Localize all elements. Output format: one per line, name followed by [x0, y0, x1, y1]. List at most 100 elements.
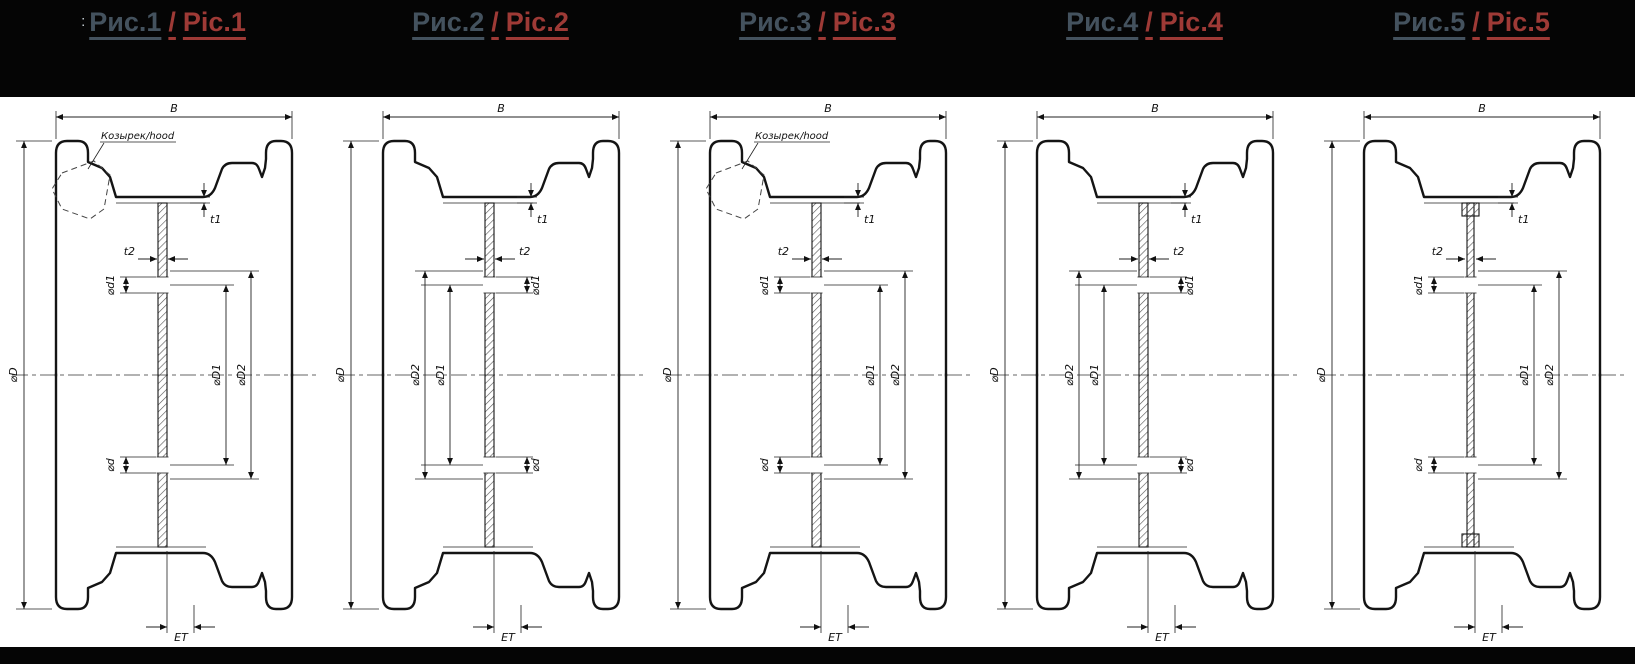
wheel-disc: [483, 202, 495, 548]
dim-label-D: ⌀D: [7, 367, 20, 382]
title-separator: /: [818, 7, 826, 37]
rim-profile-bottom: [1035, 372, 1274, 611]
wheel-disc: [810, 202, 822, 548]
rim-profile-top: [1362, 139, 1601, 378]
wheel-disc-flat: [1460, 202, 1480, 548]
dim-label-B: B: [1478, 102, 1486, 115]
dim-B: B: [1036, 102, 1273, 139]
hole-dimensions-left: ⌀d1 t2 ⌀d: [758, 245, 842, 474]
wheel-disc: [156, 202, 168, 548]
dim-label-t1: t1: [210, 213, 221, 226]
dim-label-B: B: [497, 102, 505, 115]
dim-label-t1: t1: [537, 213, 548, 226]
hood-label: Козырек/hood: [101, 131, 175, 142]
dim-D: ⌀D: [988, 140, 1033, 610]
hole-dimensions-right: ⌀d1 t2 ⌀d: [464, 245, 542, 474]
diameter-dimensions-right: ⌀D1 ⌀D2: [1477, 270, 1567, 480]
dim-label-D2: ⌀D2: [235, 364, 248, 386]
dim-D: ⌀D: [334, 140, 379, 610]
title-cell-5: Рис.5/Pic.5: [1308, 0, 1635, 38]
dim-t1: t1: [1497, 183, 1529, 226]
dim-label-d: ⌀d: [104, 457, 117, 472]
hood-annotation: Козырек/hood: [50, 131, 176, 220]
dim-label-D1: ⌀D1: [210, 364, 223, 386]
title-cell-3: Рис.3/Pic.3: [654, 0, 981, 38]
figure-title-ru: Рис.1: [89, 7, 162, 37]
rim-profile-bottom: [381, 372, 620, 611]
figure-title-en: Pic.5: [1486, 7, 1550, 37]
diameter-dimensions-left: ⌀D1 ⌀D2: [409, 270, 483, 480]
dim-ET: ET: [1126, 551, 1196, 644]
dim-label-D1: ⌀D1: [1518, 364, 1531, 386]
rim-cross-section-figure: B ⌀D ⌀D1 ⌀D2: [1308, 99, 1635, 647]
dim-label-D2: ⌀D2: [409, 364, 422, 386]
rim-cross-section-drawing: B ⌀D ⌀D1 ⌀D2: [988, 102, 1297, 644]
dim-label-ET: ET: [1482, 631, 1497, 644]
hood-phantom-outline: [50, 160, 111, 220]
figure-title-ru: Рис.3: [739, 7, 812, 37]
figure-link-3[interactable]: Рис.3/Pic.3: [739, 7, 896, 38]
dim-ET: ET: [799, 551, 869, 644]
dim-label-d: ⌀d: [1412, 457, 1425, 472]
dim-label-d: ⌀d: [529, 457, 542, 472]
rim-profile-top: [381, 139, 620, 378]
rim-cross-section-figure: B ⌀D ⌀D1 ⌀D2: [0, 99, 327, 647]
dim-label-t1: t1: [864, 213, 875, 226]
title-separator: /: [491, 7, 499, 37]
figure-link-5[interactable]: Рис.5/Pic.5: [1393, 7, 1550, 38]
hole-dimensions-right: ⌀d1 t2 ⌀d: [1118, 245, 1196, 474]
title-separator: /: [1145, 7, 1153, 37]
rim-cross-section-drawing: B ⌀D ⌀D1 ⌀D2: [1315, 102, 1624, 644]
figure-title-en: Pic.3: [832, 7, 896, 37]
rim-cross-section-drawing: B ⌀D ⌀D1 ⌀D2: [334, 102, 643, 644]
figure-title-en: Pic.4: [1159, 7, 1223, 37]
dim-label-d1: ⌀d1: [104, 275, 117, 296]
dim-label-t2: t2: [123, 245, 134, 258]
rim-profile-bottom: [708, 372, 947, 611]
dim-label-t1: t1: [1191, 213, 1202, 226]
dim-label-B: B: [1151, 102, 1159, 115]
dim-label-d1: ⌀d1: [1412, 275, 1425, 296]
bottom-strip: [0, 647, 1635, 664]
diameter-dimensions-left: ⌀D1 ⌀D2: [1063, 270, 1137, 480]
figure-titles-bar: : Рис.1/Pic.1 Рис.2/Pic.2 Рис.3/Pic.3 Ри…: [0, 0, 1635, 97]
dim-label-D: ⌀D: [334, 367, 347, 382]
figure-link-1[interactable]: Рис.1/Pic.1: [89, 7, 246, 38]
title-separator: /: [1472, 7, 1480, 37]
figure-link-2[interactable]: Рис.2/Pic.2: [412, 7, 569, 38]
rim-cross-section-drawing: B ⌀D ⌀D1 ⌀D2: [661, 102, 970, 644]
dim-label-d1: ⌀d1: [758, 275, 771, 296]
dim-t1: t1: [189, 183, 221, 226]
dim-label-t2: t2: [777, 245, 788, 258]
dim-label-t2: t2: [1431, 245, 1442, 258]
dim-label-d1: ⌀d1: [1183, 275, 1196, 296]
dim-label-D: ⌀D: [1315, 367, 1328, 382]
dim-label-ET: ET: [501, 631, 516, 644]
figure-link-4[interactable]: Рис.4/Pic.4: [1066, 7, 1223, 38]
dim-label-t2: t2: [1173, 245, 1184, 258]
hood-annotation: Козырек/hood: [704, 131, 830, 220]
dim-label-ET: ET: [1155, 631, 1170, 644]
rim-cross-section-figure: B ⌀D ⌀D1 ⌀D2: [654, 99, 981, 647]
dim-label-t1: t1: [1518, 213, 1529, 226]
dim-label-ET: ET: [174, 631, 189, 644]
dim-D: ⌀D: [1315, 140, 1360, 610]
figure-title-en: Pic.2: [505, 7, 569, 37]
dim-label-D2: ⌀D2: [1543, 364, 1556, 386]
dim-label-D2: ⌀D2: [889, 364, 902, 386]
hole-dimensions-left: ⌀d1 t2 ⌀d: [104, 245, 188, 474]
dim-label-D: ⌀D: [661, 367, 674, 382]
dim-label-d1: ⌀d1: [529, 275, 542, 296]
dim-label-d: ⌀d: [758, 457, 771, 472]
dim-t1: t1: [1170, 183, 1202, 226]
figure-title-ru: Рис.4: [1066, 7, 1139, 37]
dim-label-D2: ⌀D2: [1063, 364, 1076, 386]
dim-label-ET: ET: [828, 631, 843, 644]
wheel-disc: [1137, 202, 1149, 548]
title-cell-1: : Рис.1/Pic.1: [0, 0, 327, 38]
title-cell-4: Рис.4/Pic.4: [981, 0, 1308, 38]
dim-D: ⌀D: [661, 140, 706, 610]
rim-profile-top: [708, 139, 947, 378]
dim-D: ⌀D: [7, 140, 52, 610]
dim-label-t2: t2: [519, 245, 530, 258]
